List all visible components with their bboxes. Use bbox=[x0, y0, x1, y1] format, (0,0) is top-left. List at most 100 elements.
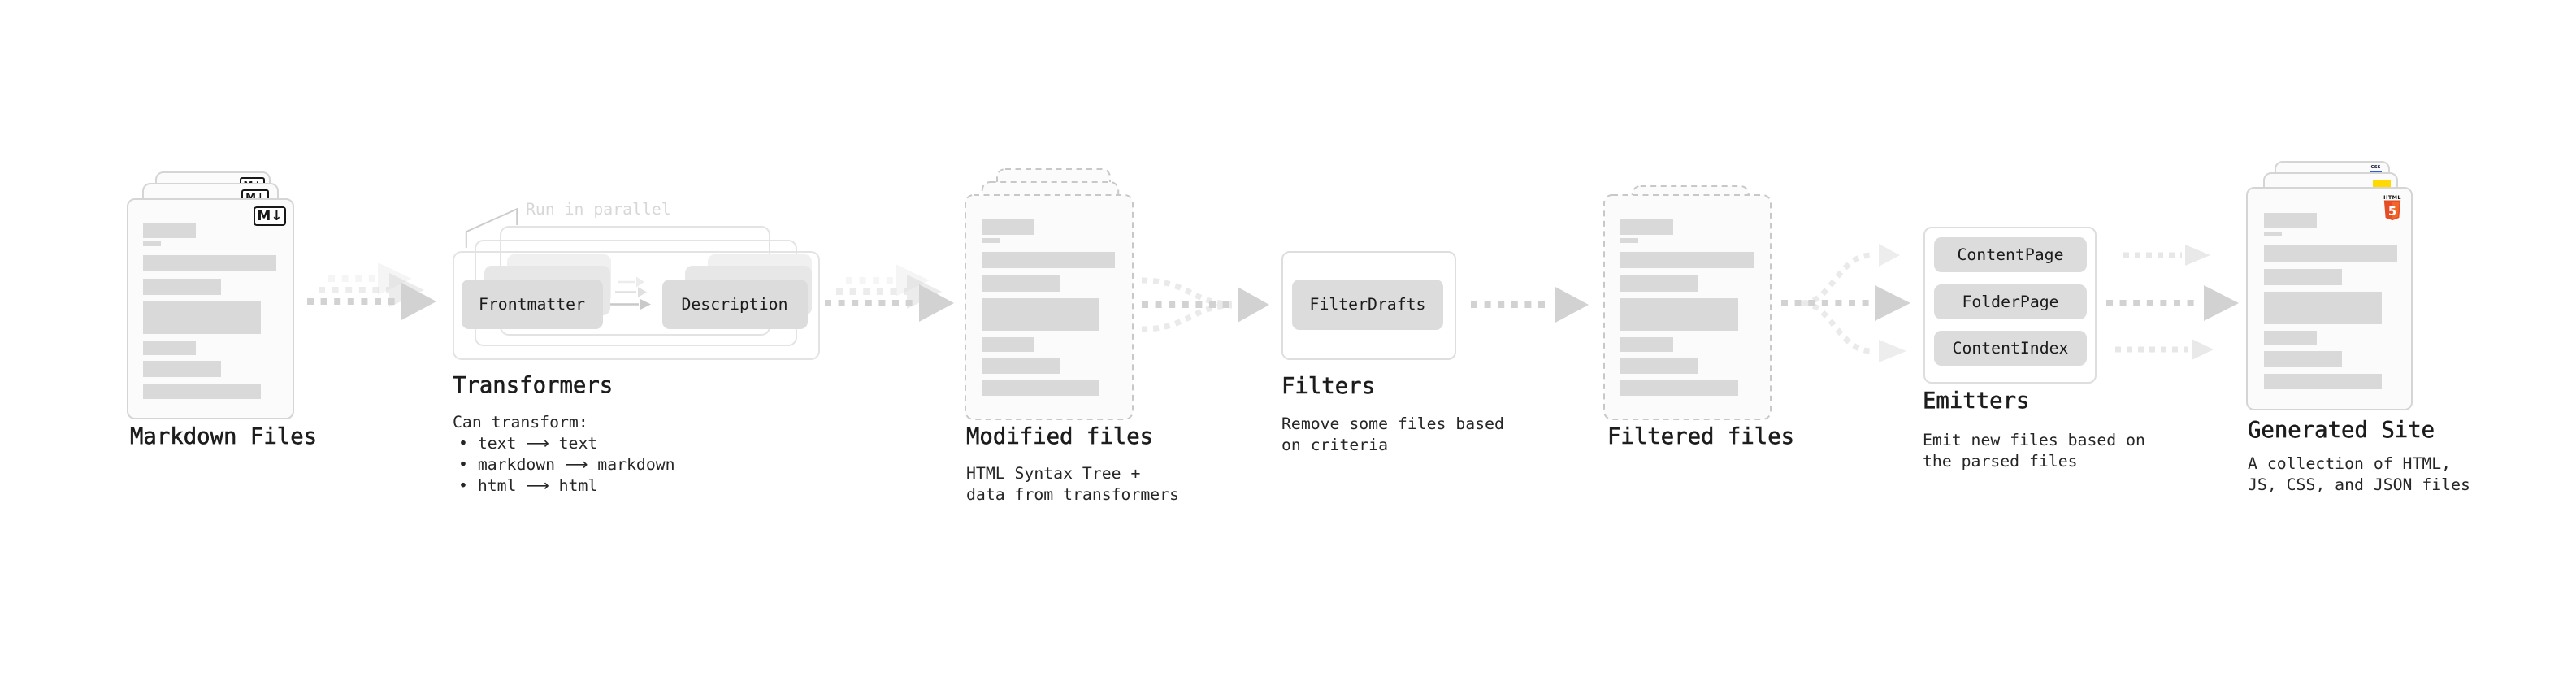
rule-text: • text bbox=[458, 434, 527, 453]
doc-line bbox=[982, 275, 1060, 292]
transformers-note-intro: Can transform: bbox=[453, 413, 588, 432]
doc-line bbox=[1620, 380, 1738, 396]
transformers-note-bullet-3: • html ⟶ html bbox=[458, 475, 597, 497]
rule-text: markdown bbox=[588, 455, 675, 474]
arrowhead bbox=[1555, 287, 1589, 323]
fan-strand-top-head bbox=[1879, 244, 1900, 267]
doc-line bbox=[143, 223, 196, 238]
long-arrow-glyph: ⟶ bbox=[526, 434, 549, 453]
doc-line bbox=[2264, 245, 2397, 262]
doc-line bbox=[1620, 252, 1754, 268]
doc-line bbox=[982, 238, 1000, 243]
arrowhead bbox=[378, 262, 412, 295]
generated-site-note: A collection of HTML, JS, CSS, and JSON … bbox=[2248, 453, 2470, 496]
contentpage-chip: ContentPage bbox=[1934, 237, 2087, 272]
svg-text:5: 5 bbox=[2388, 205, 2396, 219]
doc-line bbox=[2264, 351, 2342, 367]
emitters-note: Emit new files based on the parsed files bbox=[1923, 430, 2145, 472]
filterdrafts-chip: FilterDrafts bbox=[1292, 280, 1443, 330]
arrowhead bbox=[636, 276, 644, 288]
doc-line bbox=[982, 337, 1034, 352]
filters-note-line-2: on criteria bbox=[1281, 436, 1389, 454]
arrowhead bbox=[1238, 287, 1269, 323]
rule-text: text bbox=[549, 434, 598, 453]
arrow-folderpage-out bbox=[2106, 285, 2239, 321]
fan-strand-bottom bbox=[1802, 300, 1872, 354]
doc-line bbox=[143, 340, 196, 355]
chip-arrow-middle-icon bbox=[615, 287, 647, 297]
modified-files-label: Modified files bbox=[966, 424, 1154, 449]
transformers-box-front bbox=[453, 251, 820, 360]
doc-line bbox=[1620, 298, 1738, 331]
arrowhead bbox=[1875, 285, 1910, 321]
doc-line bbox=[982, 219, 1034, 235]
fan-strand-bottom-head bbox=[1879, 340, 1906, 362]
filtered-files-card-content bbox=[1604, 195, 1771, 419]
html5-shield: 5 bbox=[2383, 200, 2401, 221]
run-in-parallel-leader-line bbox=[465, 207, 518, 248]
doc-line bbox=[1620, 275, 1698, 292]
doc-line bbox=[1620, 238, 1638, 243]
contentindex-chip: ContentIndex bbox=[1934, 331, 2087, 366]
doc-line bbox=[143, 384, 261, 399]
css-file-badge: CSS bbox=[2369, 165, 2383, 172]
doc-line bbox=[1620, 358, 1698, 374]
arrow-contentindex-out bbox=[2115, 339, 2214, 360]
modified-files-note: HTML Syntax Tree + data from transformer… bbox=[966, 463, 1179, 505]
arrow-filtered-to-emitters bbox=[1781, 244, 1910, 362]
doc-line bbox=[2264, 292, 2382, 324]
emitters-note-line-1: Emit new files based on bbox=[1923, 431, 2145, 449]
markdown-card-front: M↓ bbox=[127, 198, 294, 419]
modified-files-card-content bbox=[965, 195, 1133, 419]
emitters-note-line-2: the parsed files bbox=[1923, 452, 2078, 471]
chip-arrow-front-icon bbox=[610, 299, 651, 310]
chip-arrow-back-icon bbox=[618, 276, 644, 288]
long-arrow-glyph: ⟶ bbox=[526, 476, 549, 495]
run-in-parallel-callout: Run in parallel bbox=[526, 200, 671, 219]
doc-line bbox=[1620, 219, 1673, 235]
arrow-filters-to-filtered bbox=[1471, 287, 1589, 323]
folderpage-chip: FolderPage bbox=[1934, 284, 2087, 319]
arrowhead bbox=[2192, 339, 2214, 360]
modified-files-note-line-1: HTML Syntax Tree + bbox=[966, 464, 1141, 483]
arrow-modified-to-filters bbox=[1141, 277, 1269, 332]
filters-label: Filters bbox=[1281, 374, 1376, 399]
doc-line bbox=[143, 301, 261, 334]
rule-text: • html bbox=[458, 476, 527, 495]
doc-line bbox=[2264, 331, 2317, 345]
filters-note-line-1: Remove some files based bbox=[1281, 414, 1504, 433]
merge-strand-top bbox=[1141, 277, 1233, 307]
filtered-files-label: Filtered files bbox=[1607, 424, 1795, 449]
transformers-note-bullet-2: • markdown ⟶ markdown bbox=[458, 454, 675, 475]
doc-line bbox=[982, 252, 1115, 268]
arrowhead bbox=[896, 264, 930, 297]
generated-site-label: Generated Site bbox=[2248, 418, 2435, 443]
filters-box bbox=[1281, 251, 1456, 360]
doc-line bbox=[143, 241, 161, 246]
description-chip: Description bbox=[661, 280, 808, 329]
html5-icon: HTML 5 bbox=[2383, 195, 2401, 222]
emitters-label: Emitters bbox=[1923, 388, 2030, 414]
doc-line bbox=[143, 361, 221, 377]
markdown-files-label: Markdown Files bbox=[130, 424, 318, 449]
fan-strand-top bbox=[1802, 252, 1872, 306]
frontmatter-chip: Frontmatter bbox=[461, 280, 603, 329]
filters-note: Remove some files based on criteria bbox=[1281, 414, 1504, 456]
doc-line bbox=[982, 380, 1099, 396]
transformers-label: Transformers bbox=[453, 373, 614, 398]
markdown-icon: M↓ bbox=[254, 206, 286, 226]
transformer-chip-arrows bbox=[610, 276, 651, 310]
doc-line bbox=[2264, 374, 2382, 389]
doc-line bbox=[2264, 213, 2317, 228]
arrowhead bbox=[919, 284, 954, 322]
arrowhead bbox=[640, 299, 651, 310]
generated-site-note-line-1: A collection of HTML, bbox=[2248, 454, 2452, 473]
css-badge-underline bbox=[2369, 170, 2382, 172]
rule-text: html bbox=[549, 476, 598, 495]
transformers-note-bullet-1: • text ⟶ text bbox=[458, 433, 597, 454]
html5-logo-word: HTML bbox=[2383, 194, 2401, 201]
arrowhead bbox=[2204, 285, 2239, 321]
modified-files-note-line-2: data from transformers bbox=[966, 485, 1180, 504]
rule-text: • markdown bbox=[458, 455, 566, 474]
